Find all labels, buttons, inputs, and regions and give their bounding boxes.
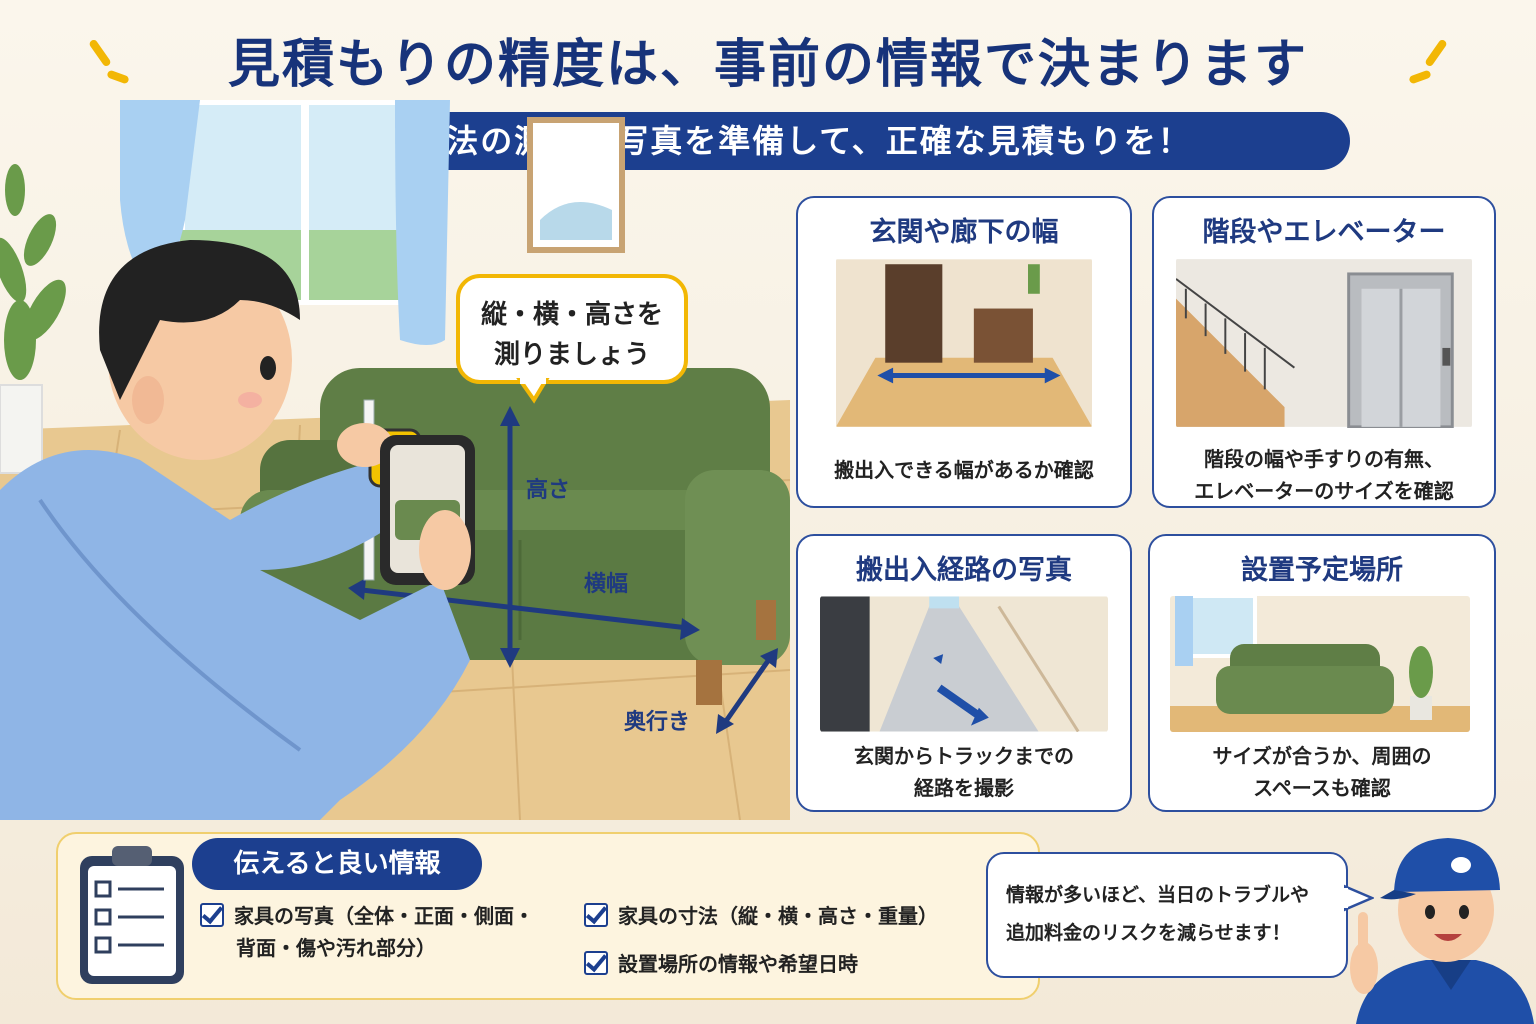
card-caption: 階段の幅や手すりの有無、 エレベーターのサイズを確認 [1154,443,1494,507]
stairs-elevator-illustration [1176,258,1472,428]
info-item-text: 家具の写真（全体・正面・側面・ [234,904,534,928]
install-location-illustration [1170,596,1470,732]
card-caption: 玄関からトラックまでの 経路を撮影 [798,740,1130,804]
measuring-scene-illustration [0,100,790,820]
caption-line: サイズが合うか、周囲の [1212,744,1432,768]
card-title: 階段やエレベーター [1202,217,1446,248]
clipboard-icon [80,846,184,984]
caption-line: 経路を撮影 [914,776,1014,800]
person-measuring [0,240,475,820]
info-item-dimensions: 家具の寸法（縦・横・高さ・重量） [584,900,1004,932]
info-item-text: 背面・傷や汚れ部分） [236,936,436,960]
mover-speech-bubble [986,852,1348,978]
hallway-illustration [836,258,1092,428]
label-depth: 奥行き [624,710,691,735]
speech-line: 情報が多いほど、当日のトラブルや [1006,884,1310,906]
checkbox-checked-icon [584,951,608,975]
label-width: 横幅 [584,572,629,597]
plant-pot [0,384,43,474]
caption-line: 階段の幅や手すりの有無、 [1204,447,1444,471]
route-illustration [820,596,1108,732]
checkbox-checked-icon [200,903,224,927]
info-item-text: 設置場所の情報や希望日時 [618,952,858,976]
caption-line: 玄関からトラックまでの [854,744,1074,768]
label-height: 高さ [526,478,571,503]
card-title: 玄関や廊下の幅 [869,217,1059,248]
caption-line: 搬出入できる幅があるか確認 [834,458,1094,482]
card-caption: サイズが合うか、周囲の スペースも確認 [1150,740,1494,804]
card-entrance-hallway: 玄関や廊下の幅 搬出入できる幅があるか確認 [796,196,1132,508]
info-item-location: 設置場所の情報や希望日時 [584,948,1004,980]
card-title: 搬出入経路の写真 [856,555,1072,586]
mover-character-illustration [1350,838,1534,1024]
measure-speech-bubble [456,274,688,404]
card-caption: 搬出入できる幅があるか確認 [798,454,1130,486]
plant-leaves [0,164,66,380]
speech-line: 追加料金のリスクを減らせます！ [1006,922,1291,944]
info-heading: 伝えると良い情報 [192,838,482,890]
bubble-text-line1: 縦・横・高さを [480,300,663,330]
info-item-photos: 家具の写真（全体・正面・側面・ 背面・傷や汚れ部分） [200,900,580,964]
curtain-right [395,100,450,345]
card-stairs-elevator: 階段やエレベーター 階段の幅や手すりの有無、 エレベーターのサイズを確認 [1152,196,1496,508]
card-install-location: 設置予定場所 サイズが合うか、周囲の スペースも確認 [1148,534,1496,812]
mover-speech-text: 情報が多いほど、当日のトラブルや 追加料金のリスクを減らせます！ [1006,876,1336,952]
info-item-text: 家具の寸法（縦・横・高さ・重量） [618,904,938,928]
checkbox-checked-icon [584,903,608,927]
curtain-left [120,100,200,290]
caption-line: スペースも確認 [1253,776,1391,800]
card-route-photo: 搬出入経路の写真 玄関からトラックまでの 経路を撮影 [796,534,1132,812]
card-title: 設置予定場所 [1241,555,1403,586]
page-title: 見積もりの精度は、事前の情報で決まります [227,35,1308,95]
caption-line: エレベーターのサイズを確認 [1194,479,1454,503]
speech-tail [1344,884,1374,912]
bubble-text-line2: 測りましょう [493,340,650,370]
